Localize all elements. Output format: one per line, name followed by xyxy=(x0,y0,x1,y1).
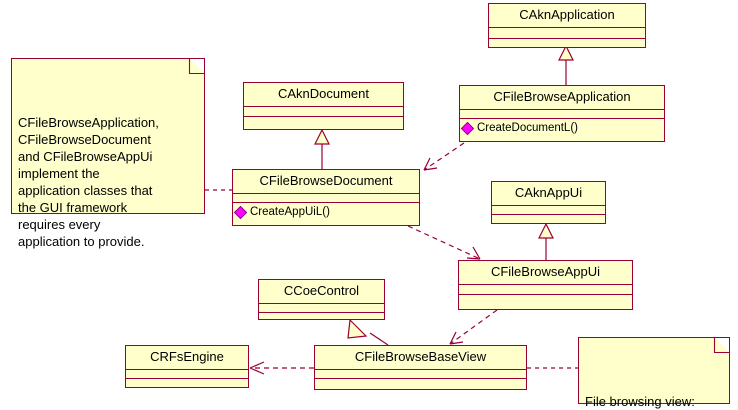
note-application-classes[interactable]: CFileBrowseApplication, CFileBrowseDocum… xyxy=(11,58,205,249)
class-attributes-caknappui xyxy=(492,206,605,215)
class-name-ccoecontrol: CCoeControl xyxy=(259,280,384,304)
note-fold-icon xyxy=(190,59,204,73)
edge-dependency-baseview-engine xyxy=(249,361,314,375)
class-operations-cfilebrowseapplication: CreateDocumentL() xyxy=(460,119,664,141)
class-name-cakndocument: CAknDocument xyxy=(244,83,403,107)
class-box-ccoecontrol[interactable]: CCoeControl xyxy=(258,279,385,320)
class-operations-cfilebrowsedocument: CreateAppUiL() xyxy=(233,203,419,225)
class-member-createdocumentl[interactable]: CreateDocumentL() xyxy=(460,119,664,137)
note-text: File browsing view: shows folders and fi… xyxy=(585,394,695,409)
class-attributes-ccoecontrol xyxy=(259,304,384,313)
edge-dependency-application-document xyxy=(423,142,465,171)
class-operations-caknappui xyxy=(492,215,605,224)
edge-dependency-appui-baseview xyxy=(449,309,498,345)
class-operations-cfilebrowseappui xyxy=(459,295,632,309)
edge-generalization-appui xyxy=(538,222,554,260)
class-member-label: CreateDocumentL() xyxy=(477,122,578,134)
class-operations-cakndocument xyxy=(244,117,403,129)
note-fold-line-icon xyxy=(713,338,729,354)
class-attributes-caknapplication xyxy=(489,28,645,39)
class-operations-caknapplication xyxy=(489,39,645,48)
class-box-caknapplication[interactable]: CAknApplication xyxy=(488,3,646,48)
class-operations-crfsengine xyxy=(126,379,248,388)
class-box-cfilebrowseappui[interactable]: CFileBrowseAppUi xyxy=(458,260,633,310)
class-box-cfilebrowseapplication[interactable]: CFileBrowseApplication CreateDocumentL() xyxy=(459,85,665,142)
class-name-cfilebrowsebaseview: CFileBrowseBaseView xyxy=(315,346,526,370)
note-file-browsing-view[interactable]: File browsing view: shows folders and fi… xyxy=(578,337,730,409)
note-fold-line-icon xyxy=(188,59,204,75)
class-name-cfilebrowseappui: CFileBrowseAppUi xyxy=(459,261,632,285)
class-box-cfilebrowsedocument[interactable]: CFileBrowseDocument CreateAppUiL() xyxy=(232,169,420,226)
edge-generalization-document xyxy=(314,128,330,169)
class-name-cfilebrowsedocument: CFileBrowseDocument xyxy=(233,170,419,194)
class-box-cfilebrowsebaseview[interactable]: CFileBrowseBaseView xyxy=(314,345,527,390)
class-box-caknappui[interactable]: CAknAppUi xyxy=(491,181,606,224)
edge-dependency-document-appui xyxy=(407,225,481,260)
note-fold-icon xyxy=(715,338,729,352)
class-member-createappuil[interactable]: CreateAppUiL() xyxy=(233,203,419,221)
protected-visibility-diamond-icon xyxy=(460,121,475,135)
protected-visibility-diamond-icon xyxy=(233,205,248,219)
edge-generalization-baseview xyxy=(347,318,389,346)
class-name-caknapplication: CAknApplication xyxy=(489,4,645,28)
class-box-cakndocument[interactable]: CAknDocument xyxy=(243,82,404,130)
class-attributes-crfsengine xyxy=(126,370,248,379)
note-text: CFileBrowseApplication, CFileBrowseDocum… xyxy=(18,115,159,249)
class-attributes-cakndocument xyxy=(244,107,403,117)
class-attributes-cfilebrowsebaseview xyxy=(315,370,526,379)
class-member-label: CreateAppUiL() xyxy=(250,206,330,218)
class-attributes-cfilebrowsedocument xyxy=(233,194,419,203)
class-name-caknappui: CAknAppUi xyxy=(492,182,605,206)
class-box-crfsengine[interactable]: CRFsEngine xyxy=(125,345,249,388)
class-name-cfilebrowseapplication: CFileBrowseApplication xyxy=(460,86,664,110)
edge-generalization-application xyxy=(558,44,574,85)
class-attributes-cfilebrowseappui xyxy=(459,285,632,295)
class-name-crfsengine: CRFsEngine xyxy=(126,346,248,370)
class-attributes-cfilebrowseapplication xyxy=(460,110,664,119)
class-operations-ccoecontrol xyxy=(259,313,384,322)
class-operations-cfilebrowsebaseview xyxy=(315,379,526,389)
